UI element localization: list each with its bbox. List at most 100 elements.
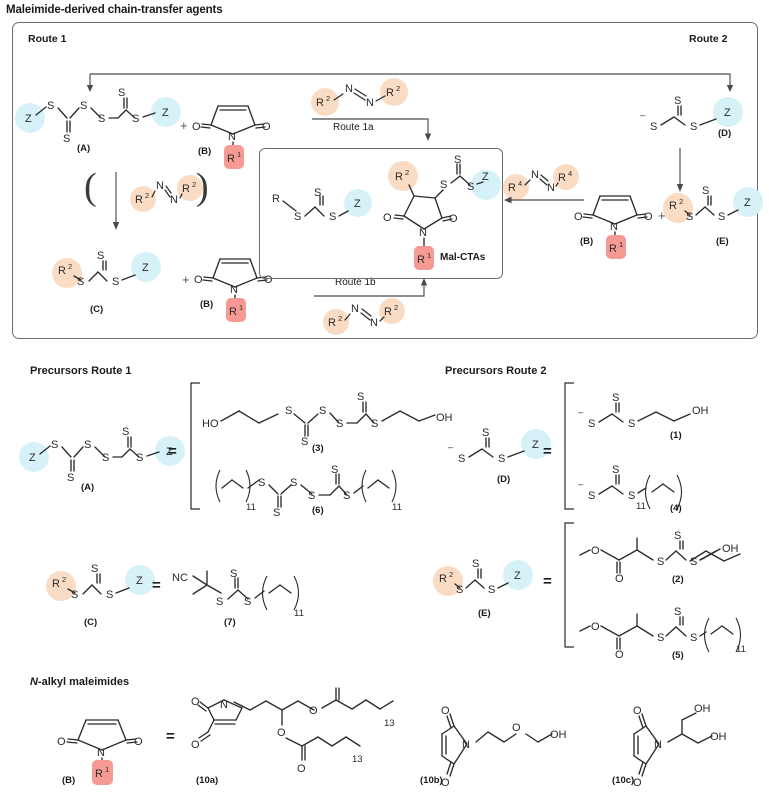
z-highlight-circle xyxy=(713,97,743,127)
atom-S: S xyxy=(91,563,98,575)
structure-mal-cta-product: O O N R 2 S S S Z xyxy=(383,154,501,247)
plus-sign: + xyxy=(658,208,666,223)
section-prefix-italic-N: N xyxy=(30,676,38,688)
structure-compound-B-bottom-left: O O N xyxy=(194,258,273,303)
atom-S: S xyxy=(122,426,129,438)
structure-compound-B-top: O O N xyxy=(192,105,271,150)
label-generic-E: (E) xyxy=(478,608,491,619)
atom-S: S xyxy=(77,276,84,288)
label-generic-C: (C) xyxy=(84,617,98,628)
arrow-A-to-C xyxy=(112,172,120,230)
azo-reagent-route1a: R 2 N N R 2 xyxy=(311,78,408,116)
atom-O: O xyxy=(309,705,318,717)
subscript-11: 11 xyxy=(392,502,402,513)
atom-OH: OH xyxy=(710,731,727,743)
r1-label-right: R 1 xyxy=(609,240,623,255)
label-compound-10b: (10b) xyxy=(420,775,443,786)
r2-highlight-circle xyxy=(52,258,82,288)
atom-N: N xyxy=(610,221,618,233)
atom-S: S xyxy=(319,405,326,417)
r2-highlight-circle xyxy=(388,161,418,191)
atom-N: N xyxy=(228,131,236,143)
atom-R4: R xyxy=(508,182,516,194)
label-mal-ctas: Mal-CTAs xyxy=(440,252,486,263)
atom-S: S xyxy=(336,418,343,430)
atom-O: O xyxy=(644,211,653,223)
atom-S: S xyxy=(467,181,474,193)
atom-Z: Z xyxy=(162,107,169,119)
r2-highlight-circle xyxy=(311,88,339,116)
atom-R2-superscript: 2 xyxy=(326,94,330,103)
atom-Z: Z xyxy=(724,107,731,119)
atom-N: N xyxy=(156,180,164,192)
atom-N: N xyxy=(419,227,427,239)
label-compound-B-bottom-left: (B) xyxy=(200,299,214,310)
section-n-alkyl-maleimides: N-alkyl maleimides xyxy=(30,676,129,688)
atom-S: S xyxy=(628,418,635,430)
atom-S: S xyxy=(294,211,301,223)
structure-compound-C: R 2 S S S Z xyxy=(52,250,161,288)
atom-OH: OH xyxy=(550,729,567,741)
atom-R2-superscript: 2 xyxy=(679,197,683,206)
r2-highlight-circle xyxy=(379,298,405,324)
atom-S: S xyxy=(628,490,635,502)
arrow-route-2-to-product xyxy=(504,196,584,204)
atom-N: N xyxy=(654,739,662,751)
atom-O: O xyxy=(57,736,66,748)
atom-S: S xyxy=(273,507,280,519)
atom-R1: R xyxy=(609,243,617,255)
r1-highlight-box xyxy=(606,235,626,259)
equals-sign-B: = xyxy=(166,728,175,745)
r2-highlight-circle xyxy=(663,193,693,223)
atom-S: S xyxy=(588,490,595,502)
atom-R2-superscript: 2 xyxy=(68,262,72,271)
r2-highlight-circle xyxy=(380,78,408,106)
atom-S: S xyxy=(97,250,104,262)
r2-highlight-circle xyxy=(323,309,349,335)
structure-compound-3: HO OH S S S S S S xyxy=(202,391,453,448)
r2-highlight-circle xyxy=(177,175,203,201)
atom-O: O xyxy=(441,777,450,789)
atom-Z: Z xyxy=(482,171,489,183)
arrow-label-route-1a: Route 1a xyxy=(333,122,374,133)
atom-R2: R xyxy=(386,87,394,99)
atom-O: O xyxy=(134,736,143,748)
structure-compound-10c: O O N OH OH xyxy=(633,703,727,789)
atom-R1-superscript: 1 xyxy=(105,765,109,774)
route-1-label: Route 1 xyxy=(28,33,67,45)
r2-highlight-circle xyxy=(433,566,463,596)
atom-minus-charge: – xyxy=(448,442,454,453)
atom-OH: OH xyxy=(722,543,739,555)
atom-Z: Z xyxy=(354,198,361,210)
atom-S: S xyxy=(488,584,495,596)
z-highlight-circle xyxy=(344,189,372,217)
label-compound-4: (4) xyxy=(670,503,682,514)
structure-compound-1: – S S S OH xyxy=(578,392,709,430)
label-compound-7: (7) xyxy=(224,617,236,628)
atom-S: S xyxy=(440,179,447,191)
atom-N: N xyxy=(97,747,105,759)
top-connector-arrow xyxy=(86,73,734,92)
atom-R4: R xyxy=(558,172,566,184)
label-compound-A: (A) xyxy=(77,143,91,154)
atom-R2: R xyxy=(182,183,190,195)
atom-O: O xyxy=(194,274,203,286)
z-highlight-circle xyxy=(471,170,501,200)
label-compound-B-top: (B) xyxy=(198,146,212,157)
r1-label-top: R 1 xyxy=(227,150,241,165)
structure-generic-A: Z S S S S S S Z xyxy=(19,426,185,484)
atom-HO: HO xyxy=(202,418,219,430)
atom-R2: R xyxy=(669,200,677,212)
atom-O: O xyxy=(591,621,600,633)
bracket-precursors-D xyxy=(564,382,574,510)
atom-OH: OH xyxy=(692,405,709,417)
atom-R2: R xyxy=(328,317,336,329)
atom-NC: NC xyxy=(172,572,188,584)
atom-S: S xyxy=(454,154,461,166)
atom-Z: Z xyxy=(29,452,36,464)
atom-O: O xyxy=(191,696,200,708)
atom-N: N xyxy=(366,97,374,109)
atom-R2-superscript: 2 xyxy=(145,191,149,200)
atom-S: S xyxy=(63,133,70,145)
atom-O: O xyxy=(512,722,521,734)
